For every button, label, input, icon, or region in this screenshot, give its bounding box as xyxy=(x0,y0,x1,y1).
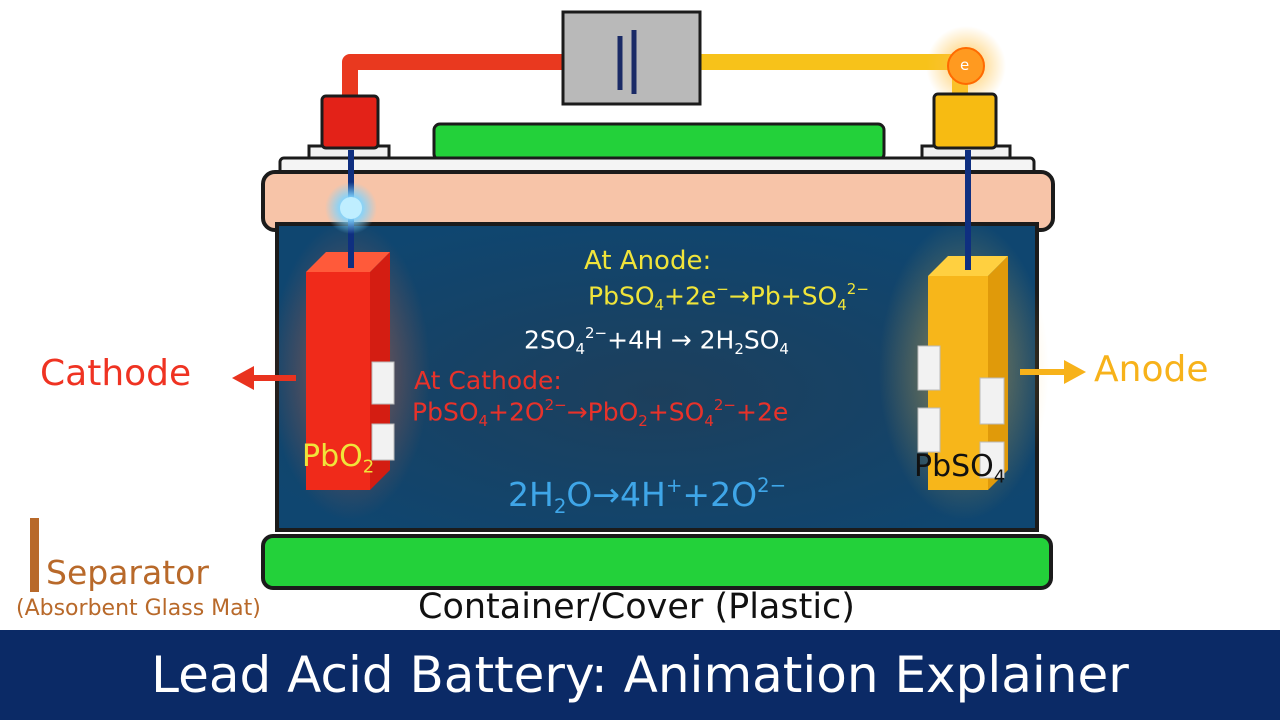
anode-heading: At Anode: xyxy=(584,246,712,276)
video-title: Lead Acid Battery: Animation Explainer xyxy=(151,646,1129,704)
electron-label: e xyxy=(960,56,970,74)
anode-reaction: PbSO4+2e−→Pb+SO42− xyxy=(588,280,869,314)
cathode-notch-2 xyxy=(371,423,395,461)
pbo2-label: PbO2 xyxy=(302,439,375,478)
top-handle xyxy=(432,122,886,162)
container-label: Container/Cover (Plastic) xyxy=(418,587,855,627)
title-bar xyxy=(0,630,1280,720)
anode-arrow-head xyxy=(1064,360,1086,384)
anode-notch-2 xyxy=(979,377,1005,425)
separator-sublabel: (Absorbent Glass Mat) xyxy=(16,596,261,621)
anode-terminal xyxy=(932,92,998,150)
anode-notch-3 xyxy=(917,407,941,453)
battery-cover xyxy=(261,170,1055,232)
cathode-arrow-head xyxy=(232,366,254,390)
ion xyxy=(340,197,362,219)
separator-label: Separator xyxy=(46,553,209,592)
cathode-plate xyxy=(306,272,370,490)
anode-plate-side xyxy=(988,256,1008,490)
pbso4-label: PbSO4 xyxy=(914,449,1006,488)
cathode-terminal xyxy=(320,94,380,150)
red-wire xyxy=(342,54,612,100)
middle-reaction: 2SO42−+4H → 2H2SO4 xyxy=(524,324,789,358)
cathode-heading: At Cathode: xyxy=(414,366,562,395)
cathode-reaction: PbSO4+2O2−→PbO2+SO42−+2e xyxy=(412,396,789,430)
anode-notch-1 xyxy=(917,345,941,391)
anode-label: Anode xyxy=(1094,349,1209,390)
cathode-notch-1 xyxy=(371,361,395,405)
cathode-label: Cathode xyxy=(40,353,192,394)
battery-base xyxy=(261,534,1053,590)
anode-notch-4 xyxy=(979,441,1005,479)
separator-mark xyxy=(30,518,39,592)
electron xyxy=(947,47,985,85)
water-reaction: 2H2O→4H++2O2− xyxy=(508,474,787,518)
